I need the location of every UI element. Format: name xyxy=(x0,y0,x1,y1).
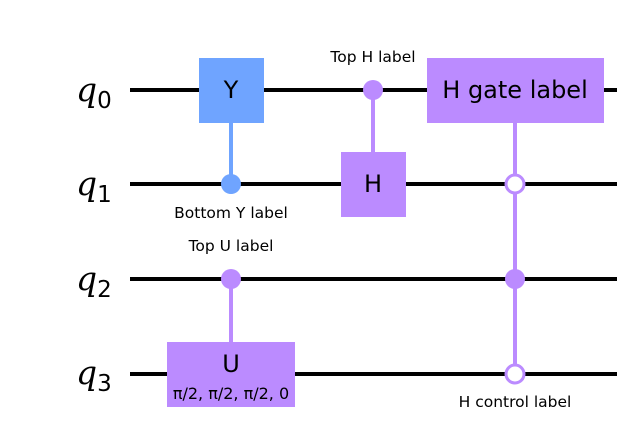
controlled-u-gate: U π/2, π/2, π/2, 0 Top U label xyxy=(167,237,295,407)
qubit-name-q3: q xyxy=(76,353,97,392)
qubit-index-q3: 3 xyxy=(97,371,112,397)
controlled-h-gate: H Top H label xyxy=(329,48,416,217)
cu-control-dot xyxy=(221,269,241,289)
mch-annotation: H control label xyxy=(459,393,572,411)
qubit-label-q1: q1 xyxy=(76,164,112,208)
qubit-index-q0: 0 xyxy=(97,88,112,114)
u-gate-box xyxy=(167,342,295,407)
y-gate-label: Y xyxy=(223,76,239,104)
qubit-name-q0: q xyxy=(76,70,97,109)
mch-gate-box xyxy=(427,58,604,123)
qubit-label-q0: q0 xyxy=(76,70,112,114)
cy-control-dot xyxy=(221,174,241,194)
qubit-index-q2: 2 xyxy=(97,277,112,303)
mch-filled-control-q2 xyxy=(505,269,525,289)
u-gate-label: U xyxy=(222,350,240,378)
qubit-label-q2: q2 xyxy=(76,259,112,303)
ch-annotation: Top H label xyxy=(329,48,415,66)
h-gate-label: H xyxy=(364,170,382,198)
mch-open-control-q1 xyxy=(504,173,526,195)
qubit-label-q3: q3 xyxy=(76,353,112,397)
h-gate-box xyxy=(341,152,406,217)
qubit-index-q1: 1 xyxy=(97,182,112,208)
ch-control-dot xyxy=(363,80,383,100)
mch-gate-label: H gate label xyxy=(442,76,587,104)
qubit-name-q1: q xyxy=(76,164,97,203)
y-gate-box xyxy=(199,58,264,123)
qubit-name-q2: q xyxy=(76,259,97,298)
u-gate-params: π/2, π/2, π/2, 0 xyxy=(173,384,289,403)
cy-annotation: Bottom Y label xyxy=(174,204,288,222)
multi-controlled-h-gate: H gate label H control label xyxy=(427,58,604,411)
controlled-y-gate: Y Bottom Y label xyxy=(174,58,288,222)
cu-annotation: Top U label xyxy=(188,237,274,255)
mch-open-control-q3 xyxy=(504,363,526,385)
